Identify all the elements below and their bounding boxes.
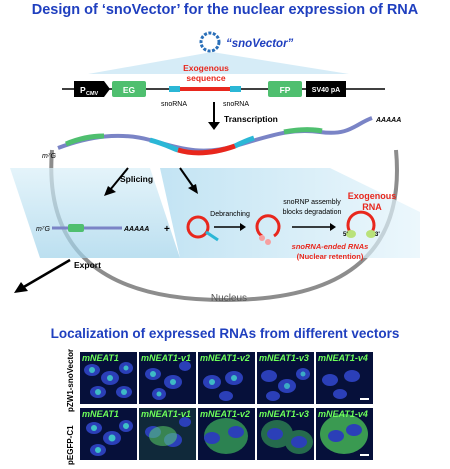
pre-mrna-eg [65, 133, 105, 147]
export-arrowhead [14, 282, 28, 293]
figure-title-top: Design of ‘snoVector’ for the nuclear ex… [31, 2, 419, 18]
pre-mrna-sno1 [149, 137, 179, 153]
polya-label: SV40 pA [312, 87, 340, 94]
exonuclease-1 [259, 235, 265, 241]
spliced-mrna-exon [68, 224, 84, 232]
cap-label: m⁷G [42, 153, 56, 160]
exo-rna-label-2: RNA [362, 202, 382, 212]
export-label: Export [74, 260, 101, 270]
promoter-label: P [80, 85, 86, 95]
splicing-arrowhead-right [188, 184, 198, 194]
snorna-box-2 [230, 86, 241, 92]
export-panel [10, 168, 180, 258]
row-label-text-1: pZW1-snoVector [66, 348, 75, 412]
col-label-1b: mNEAT1 [82, 409, 119, 419]
export-arrow [21, 258, 71, 290]
splicing-label: Splicing [120, 174, 153, 184]
nuclei-image [322, 370, 369, 400]
snorna-label-2: snoRNA [223, 101, 249, 108]
image-row1-col3: mNEAT1-v2 [198, 352, 255, 404]
pre-mrna-fp [283, 127, 323, 135]
spliced-cap-label: m⁷G [36, 226, 50, 233]
nuclei-image [86, 420, 133, 456]
debranched-rna [255, 214, 281, 238]
col-label-1a: mNEAT1 [82, 353, 119, 363]
col-label-5b: mNEAT1-v4 [318, 409, 368, 419]
image-row1-col5: mNEAT1-v4 [316, 352, 373, 404]
plasmid-label: “snoVector” [226, 38, 294, 50]
figure-title-bottom: Localization of expressed RNAs from diff… [50, 326, 400, 341]
transcription-arrowhead [208, 122, 220, 130]
debranching-label: Debranching [210, 211, 250, 218]
image-row2-col2: mNEAT1-v1 [139, 408, 196, 460]
eg-box [112, 81, 146, 97]
assembly-label-1: snoRNP assembly [283, 199, 341, 206]
pre-mrna-sno2 [233, 135, 255, 149]
sno-ended-label: snoRNA-ended RNAs [292, 242, 369, 251]
nuclei-image [203, 371, 243, 401]
plus-sign: + [164, 224, 170, 235]
lariat-tail [205, 230, 219, 242]
five-prime-label: 5' [343, 232, 348, 238]
spliced-polya-label: AAAAA [123, 226, 149, 233]
image-row2-col4: mNEAT1-v3 [257, 408, 314, 460]
image-row1-col4: mNEAT1-v3 [257, 352, 314, 404]
nuclei-image [145, 361, 191, 400]
nuclei-image [261, 368, 310, 401]
three-prime-label: 3' [375, 232, 380, 238]
image-row2-col3: mNEAT1-v2 [198, 408, 255, 460]
assembly-label-2: blocks degradation [283, 209, 342, 216]
image-row1-col1: mNEAT1 [80, 352, 137, 404]
nuclei-image [320, 414, 369, 456]
col-label-5a: mNEAT1-v4 [318, 353, 368, 363]
image-row2-col5: mNEAT1-v4 [316, 408, 373, 460]
plasmid-icon [199, 31, 221, 53]
col-label-3a: mNEAT1-v2 [200, 353, 250, 363]
row-label-text-2: pEGFP-C1 [66, 425, 75, 465]
nucleus-label: Nucleus [211, 293, 247, 304]
col-label-4a: mNEAT1-v3 [259, 353, 309, 363]
exogenous-sequence-box [180, 87, 230, 91]
microscopy-grid: mNEAT1 mNEAT1-v1 mNEAT1-v2 mNEAT1-v3 mNE… [80, 352, 450, 469]
fp-box [268, 81, 302, 97]
splicing-arrow-right [179, 167, 195, 189]
col-label-2b: mNEAT1-v1 [141, 409, 191, 419]
snorna-box-1 [169, 86, 180, 92]
col-label-2a: mNEAT1-v1 [141, 353, 191, 363]
col-label-3b: mNEAT1-v2 [200, 409, 250, 419]
snorna-label-1: snoRNA [161, 101, 187, 108]
polya-box [306, 81, 346, 97]
sno-ended-rna [346, 210, 376, 233]
transcription-label: Transcription [224, 114, 278, 124]
image-row1-col2: mNEAT1-v1 [139, 352, 196, 404]
nuclei-image [84, 362, 133, 398]
assembly-arrowhead [330, 223, 336, 231]
polya-tail-label: AAAAA [375, 117, 401, 124]
splicing-arrowhead-left [104, 186, 116, 196]
exogenous-label: Exogenous [183, 63, 229, 73]
fp-label: FP [280, 85, 291, 95]
image-row2-col1: mNEAT1 [80, 408, 137, 460]
splicing-arrow-left [109, 167, 129, 191]
lariat-loop [186, 215, 210, 239]
exo-rna-label-1: Exogenous [348, 191, 397, 201]
pre-mrna-exo [177, 143, 236, 156]
nuclei-image [261, 420, 313, 454]
debranching-arrowhead [240, 223, 246, 231]
col-label-4b: mNEAT1-v3 [259, 409, 309, 419]
promoter-subscript: CMV [86, 91, 99, 97]
snornp-right [366, 230, 376, 238]
snornp-left [346, 230, 356, 238]
snovector-diagram: “snoVector” P CMV EG Exogenous sequence … [10, 31, 420, 304]
eg-label: EG [123, 85, 136, 95]
exogenous-label-2: sequence [186, 73, 225, 83]
exonuclease-2 [265, 239, 271, 245]
nuclei-image [204, 418, 248, 454]
nuclei-image [139, 408, 196, 460]
plasmid-projection [88, 52, 349, 74]
retention-label: (Nuclear retention) [297, 252, 364, 261]
promoter-arrow [74, 81, 110, 97]
